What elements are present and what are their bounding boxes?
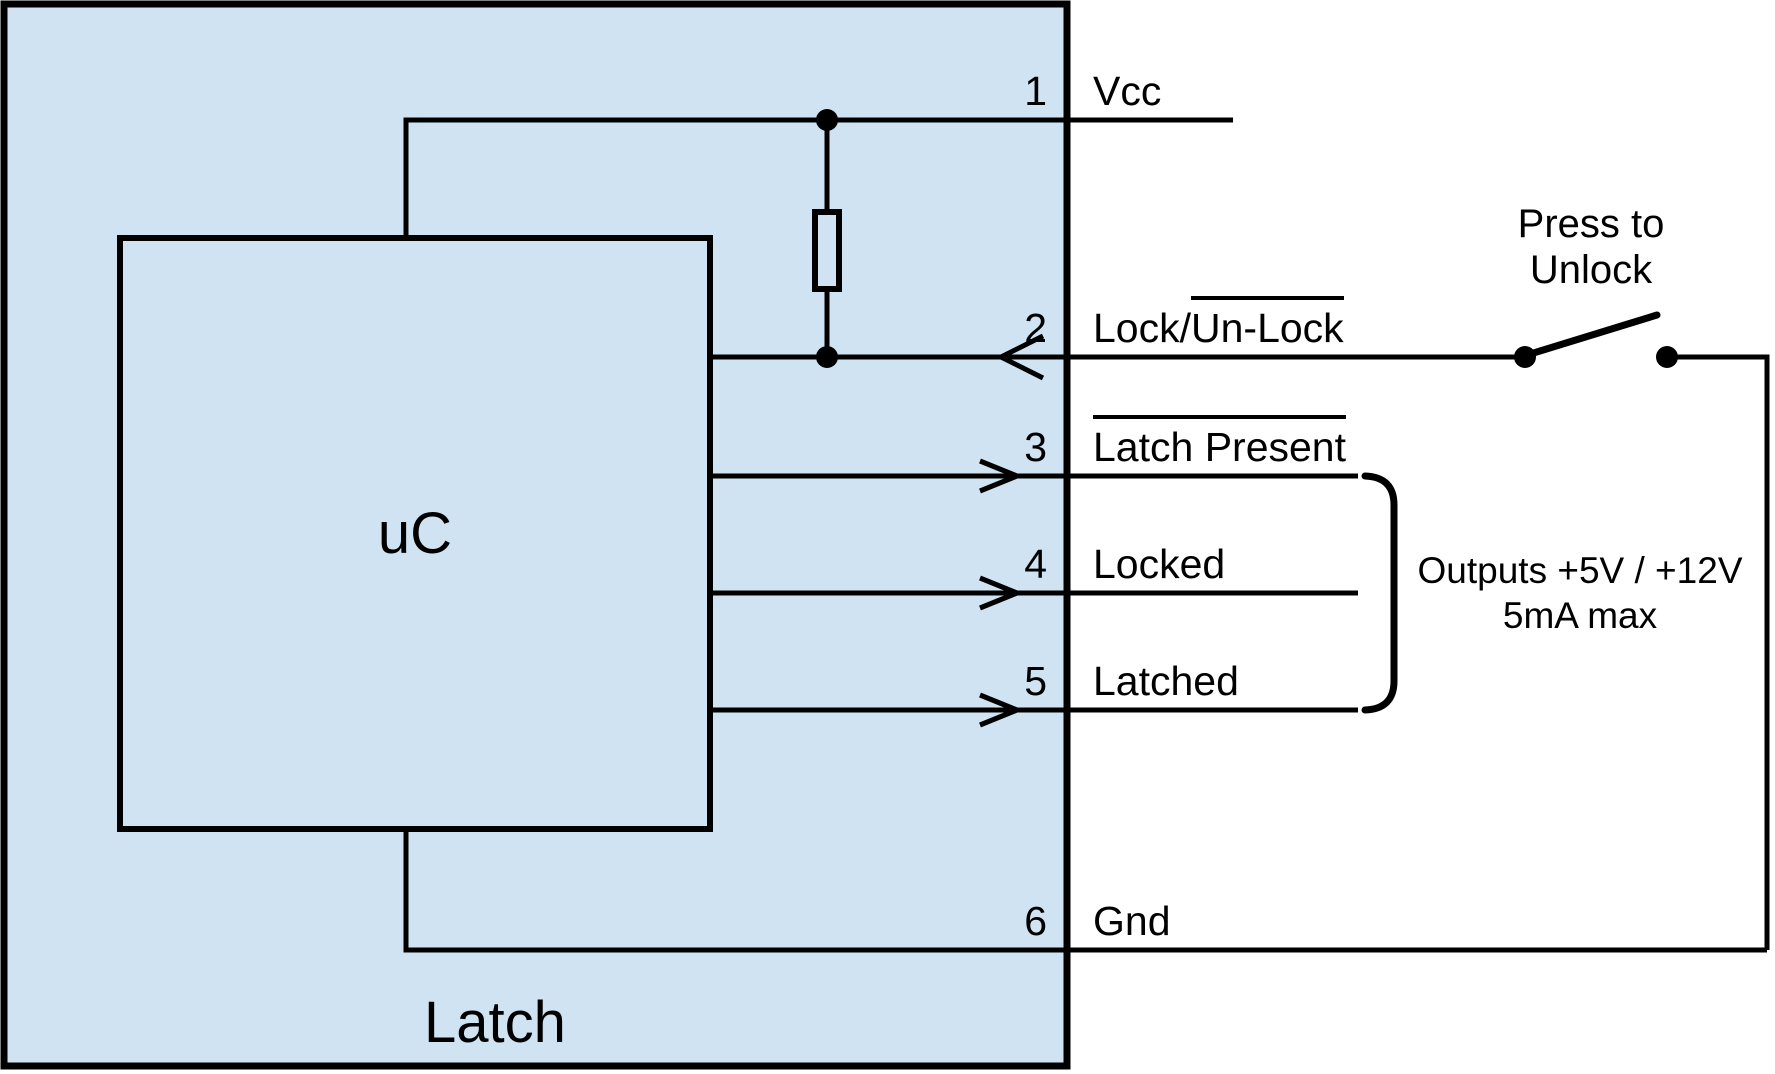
pin-4-number: 4 bbox=[1024, 541, 1047, 587]
outputs-annotation: Outputs +5V / +12V 5mA max bbox=[1400, 548, 1760, 638]
latch-present-output-arrow bbox=[979, 458, 1024, 494]
pin-5-label: Latched bbox=[1093, 661, 1239, 702]
pin-3-label-overlined: Latch Present bbox=[1093, 415, 1346, 470]
pin-2-label: Lock/Un-Lock bbox=[1093, 296, 1344, 351]
switch-annotation-line1: Press to bbox=[1517, 202, 1665, 246]
pin-6-label-plain: Gnd bbox=[1093, 898, 1171, 944]
switch-left-contact-dot bbox=[1514, 346, 1536, 368]
uc-block bbox=[117, 235, 713, 832]
outputs-group-bracket bbox=[1361, 472, 1398, 714]
push-switch bbox=[1514, 311, 1678, 368]
lock-unlock-input-arrow bbox=[995, 333, 1045, 381]
pin-3-label: Latch Present bbox=[1093, 415, 1346, 470]
latch-block bbox=[0, 0, 1071, 1070]
latched-output-arrow bbox=[979, 692, 1024, 728]
pin-3-number: 3 bbox=[1024, 424, 1047, 470]
vcc-junction-dot bbox=[816, 109, 838, 131]
pin-5-label-plain: Latched bbox=[1093, 658, 1239, 704]
pin-2-label-overlined: Un-Lock bbox=[1191, 296, 1344, 351]
switch-annotation-line2: Unlock bbox=[1529, 248, 1653, 292]
pin-5-number: 5 bbox=[1024, 658, 1047, 704]
pin-1-label-plain: Vcc bbox=[1093, 68, 1162, 114]
pin-1-number: 1 bbox=[1024, 68, 1047, 114]
vcc-wire bbox=[403, 117, 1233, 238]
switch-annotation: Press to Unlock bbox=[1441, 201, 1741, 293]
locked-output-arrow bbox=[979, 575, 1024, 611]
switch-return-wire bbox=[1667, 354, 1770, 950]
switch-lever bbox=[1523, 311, 1661, 359]
outputs-annotation-line1: Outputs +5V / +12V bbox=[1417, 550, 1743, 591]
gnd-wire bbox=[403, 829, 1767, 953]
pin-1-label: Vcc bbox=[1093, 71, 1161, 112]
outputs-annotation-line2: 5mA max bbox=[1502, 595, 1658, 636]
pin-2-number: 2 bbox=[1024, 305, 1047, 351]
pullup-resistor bbox=[812, 120, 842, 357]
uc-block-label: uC bbox=[377, 501, 453, 566]
pin-6-label: Gnd bbox=[1093, 901, 1171, 942]
pin-6-number: 6 bbox=[1024, 898, 1047, 944]
lock-junction-dot bbox=[816, 346, 838, 368]
pin-4-label: Locked bbox=[1093, 544, 1225, 585]
pin-2-label-plain: Lock/ bbox=[1093, 305, 1191, 351]
latch-block-label: Latch bbox=[424, 990, 566, 1055]
pin-4-label-plain: Locked bbox=[1093, 541, 1226, 587]
